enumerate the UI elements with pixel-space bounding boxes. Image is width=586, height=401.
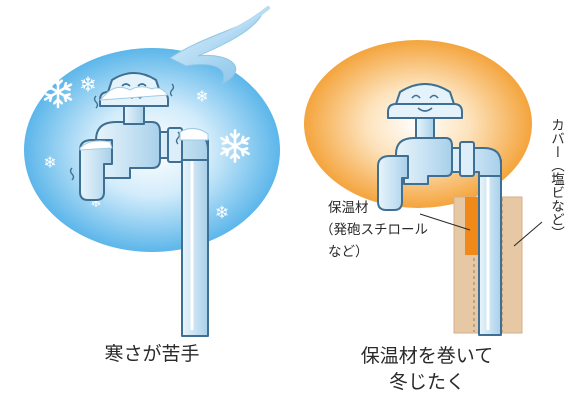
caption-wrapped-line1: 保温材を巻いて xyxy=(360,345,494,367)
freezing-faucet-icon xyxy=(69,72,209,337)
caption-wrapped-line2: 冬じたく xyxy=(388,371,465,393)
insulation-label-line1: 保温材 xyxy=(328,200,369,216)
caption-cold: 寒さが苦手 xyxy=(104,343,200,365)
insulation-label-line2: （発砲スチロール xyxy=(320,222,428,238)
happy-faucet-icon xyxy=(377,83,523,336)
leader-lines xyxy=(419,213,543,247)
insulation-label-line3: など） xyxy=(328,244,369,260)
cover-label: カバー（塩ビなど） xyxy=(548,118,564,240)
cold-wind-icon xyxy=(169,6,270,86)
